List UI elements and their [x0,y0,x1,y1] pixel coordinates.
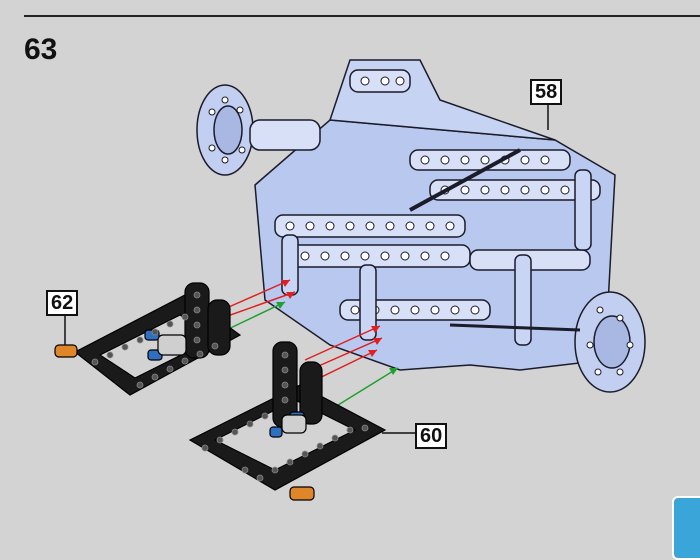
callout-58: 58 [530,79,563,105]
callout-62: 62 [46,290,79,316]
step-number: 63 [24,33,58,66]
black-frame-right-icon [188,341,387,501]
callout-leaders [64,103,549,434]
assembly-illustration [54,59,646,501]
page-corner-tab [672,496,700,560]
callout-60: 60 [415,423,448,449]
assembled-model-icon [196,59,646,393]
black-frame-left-icon [54,282,242,396]
top-rule [24,15,700,17]
